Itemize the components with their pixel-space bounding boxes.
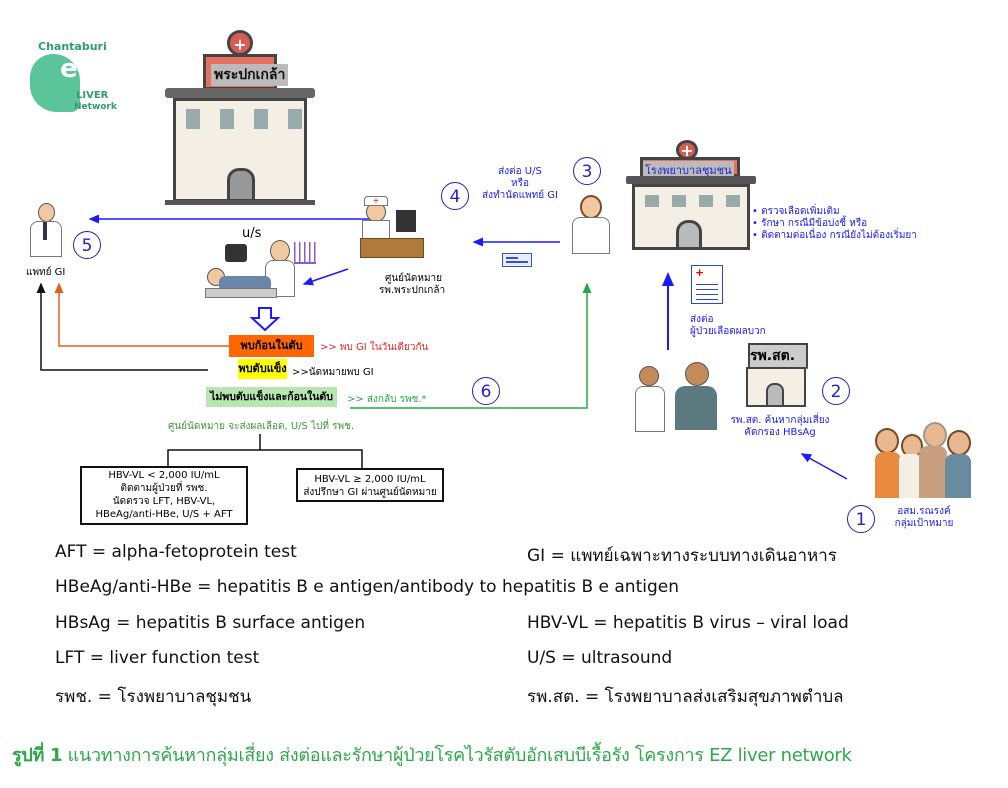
community-hospital-building: + โรงพยาบาลชุมชน <box>620 140 762 253</box>
logo: Chantaburi ez LIVER Network <box>28 40 118 115</box>
legend-hbvvl: HBV-VL = hepatitis B virus – viral load <box>527 613 849 633</box>
volunteers-label: อสม.รณรงค์ กลุ่มเป้าหมาย <box>880 506 968 530</box>
result-none-action: >> ส่งกลับ รพช.* <box>347 394 427 405</box>
result-cirrhosis-action: >>นัดหมายพบ GI <box>292 367 374 378</box>
health-center-label: รพ.สต. ค้นหากลุ่มเสี่ยง คัดกรอง HBsAg <box>720 415 840 439</box>
doctor-gi-label: แพทย์ GI <box>26 267 66 278</box>
legend-hbeag: HBeAg/anti-HBe = hepatitis B e antigen/a… <box>55 577 679 597</box>
task-item: • รักษา กรณีมีข้อบ่งชี้ หรือ <box>752 218 868 229</box>
step-1-badge: 1 <box>847 505 875 533</box>
step-5-badge: 5 <box>73 231 101 259</box>
appointment-center-label-2: รพ.พระปกเกล้า <box>379 285 446 296</box>
caption-label: รูปที่ 1 <box>12 745 63 766</box>
arrow-mass-to-gi <box>54 282 229 347</box>
task-label: ตรวจเลือดเพิ่มเติม <box>761 206 840 217</box>
task-item: • ติดตามต่อเนื่อง กรณียังไม่ต้องเริ่มยา <box>752 230 917 241</box>
arrow-return-to-rpch <box>350 282 592 409</box>
legend-rpch: รพช. = โรงพยาบาลชุมชน <box>55 687 252 707</box>
hospital-cross-icon: + <box>227 30 253 56</box>
arrow-cirrhosis-to-gi <box>36 282 208 371</box>
ultrasound-scene-icon <box>205 240 295 302</box>
health-center-line-1: รพ.สต. ค้นหากลุ่มเสี่ยง <box>730 415 830 426</box>
caption-text: แนวทางการค้นหากลุ่มเสี่ยง ส่งต่อและรักษา… <box>62 745 852 766</box>
branch-low-box: HBV-VL < 2,000 IU/mL ติดตามผู้ป่วยที่ รพ… <box>80 466 248 525</box>
referral-line-3: ส่งทำนัดแพทย์ GI <box>482 190 558 201</box>
referral-text: ส่งต่อ U/S หรือ ส่งทำนัดแพทย์ GI <box>460 166 580 202</box>
logo-line1: LIVER <box>76 90 109 101</box>
tree-connector <box>167 434 261 466</box>
main-hospital-building: + พระปกเกล้า <box>165 30 315 206</box>
nurse-desk-icon: + <box>360 196 424 258</box>
legend-gi: GI = แพทย์เฉพาะทางระบบทางเดินอาหาร <box>527 546 837 566</box>
logo-blob <box>30 54 80 112</box>
result-mass-action: >> พบ GI ในวันเดียวกัน <box>320 342 429 353</box>
volunteers-line-2: กลุ่มเป้าหมาย <box>894 518 954 529</box>
task-item: • ตรวจเลือดเพิ่มเติม <box>752 206 840 217</box>
document-icon: + <box>691 265 723 304</box>
legend-aft: AFT = alpha-fetoprotein test <box>55 542 297 562</box>
positive-referral-1: ส่งต่อ <box>690 314 714 325</box>
nurse-cap-icon: + <box>364 196 388 206</box>
branch-low-line-2: ติดตามผู้ป่วยที่ รพช. <box>120 483 208 494</box>
figure-caption: รูปที่ 1 แนวทางการค้นหากลุ่มเสี่ยง ส่งต่… <box>12 740 852 769</box>
legend-lft: LFT = liver function test <box>55 648 260 668</box>
community-hospital-sign: โรงพยาบาลชุมชน <box>643 161 734 179</box>
referral-line-2: หรือ <box>511 178 529 189</box>
branch-high-line-1: HBV-VL ≥ 2,000 IU/mL <box>314 474 426 485</box>
step-3-badge: 3 <box>573 157 601 185</box>
arrow-to-ultrasound <box>302 268 349 286</box>
branch-high-line-2: ส่งปรึกษา GI ผ่านศูนย์นัดหมาย <box>303 487 437 498</box>
hollow-down-arrow-icon <box>249 307 281 332</box>
hospital-sign: พระปกเกล้า <box>211 64 289 86</box>
appointment-center-label-1: ศูนย์นัดหมาย <box>385 273 443 284</box>
logo-top: Chantaburi <box>38 40 107 53</box>
center-note: ศูนย์นัดหมาย จะส่งผลเลือด, U/S ไปที่ รพช… <box>168 421 355 432</box>
branch-low-line-1: HBV-VL < 2,000 IU/mL <box>108 470 220 481</box>
step-2-badge: 2 <box>822 377 850 405</box>
task-label: รักษา กรณีมีข้อบ่งชี้ หรือ <box>761 218 868 229</box>
blood-tubes-icon <box>294 242 316 264</box>
health-center-sign: รพ.สต. <box>748 343 808 369</box>
legend-us: U/S = ultrasound <box>527 648 673 668</box>
community-hospital-tasks: • ตรวจเลือดเพิ่มเติม • รักษา กรณีมีข้อบ่… <box>752 206 917 242</box>
volunteers-line-1: อสม.รณรงค์ <box>897 506 951 517</box>
result-cirrhosis-box: พบตับแข็ง <box>238 359 287 379</box>
result-none-box: ไม่พบตับแข็งและก้อนในตับ <box>206 387 337 407</box>
health-center-building: รพ.สต. <box>740 343 814 407</box>
health-center-line-2: คัดกรอง HBsAg <box>744 427 816 438</box>
branch-low-line-4: HBeAg/anti-HBe, U/S + AFT <box>95 509 233 520</box>
document-cross-icon: + <box>695 266 705 279</box>
arrow-to-health-center <box>800 453 848 480</box>
doctor-gi-icon <box>28 203 62 257</box>
hospital-ledge <box>165 88 315 98</box>
referral-line-1: ส่งต่อ U/S <box>498 166 542 177</box>
positive-referral-2: ผู้ป่วยเลือดผลบวก <box>690 326 766 337</box>
community-doctor-icon <box>570 195 610 254</box>
branch-high-box: HBV-VL ≥ 2,000 IU/mL ส่งปรึกษา GI ผ่านศู… <box>296 468 444 502</box>
legend-rpst: รพ.สต. = โรงพยาบาลส่งเสริมสุขภาพตำบล <box>527 687 844 707</box>
result-mass-box: พบก้อนในตับ <box>229 335 314 357</box>
referral-card-icon <box>502 253 532 267</box>
ultrasound-label: u/s <box>242 226 262 241</box>
volunteers-group-icon <box>875 420 971 498</box>
task-label: ติดตามต่อเนื่อง กรณียังไม่ต้องเริ่มยา <box>761 230 917 241</box>
logo-line2: Network <box>74 102 117 112</box>
step-6-badge: 6 <box>472 377 500 405</box>
step-4-badge: 4 <box>441 182 469 210</box>
tree-connector-right <box>260 449 363 468</box>
branch-low-line-3: นัดตรวจ LFT, HBV-VL, <box>112 496 216 507</box>
nurse-patient-icon <box>635 360 719 432</box>
logo-mark: ez <box>60 54 95 84</box>
hospital-base <box>165 200 315 205</box>
legend-hbsag: HBsAg = hepatitis B surface antigen <box>55 613 366 633</box>
